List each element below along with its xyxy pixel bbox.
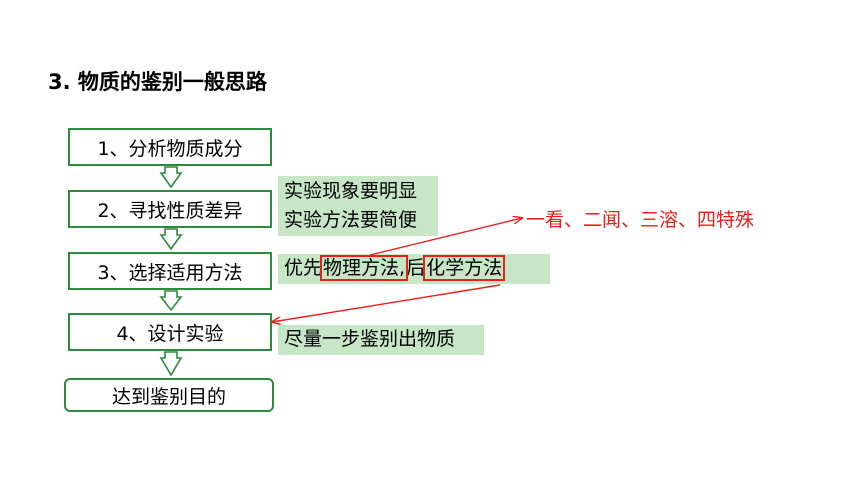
down-arrow-icon	[159, 351, 183, 377]
chemical-method-arrow	[272, 284, 501, 322]
down-arrow-icon	[159, 290, 183, 312]
goal-note: 尽量一步鉴别出物质	[278, 325, 484, 355]
physical-method-highlight: 物理方法,	[320, 255, 409, 281]
step-achieve-goal: 达到鉴别目的	[64, 378, 274, 412]
step-find-property-difference: 2、寻找性质差异	[68, 190, 272, 228]
method-prefix: 优先	[284, 257, 323, 279]
requirement-line-method: 实验方法要简便	[284, 209, 418, 231]
down-arrow-icon	[159, 166, 183, 189]
step-design-experiment: 4、设计实验	[68, 313, 272, 351]
down-arrow-icon	[159, 228, 183, 251]
step-choose-method: 3、选择适用方法	[68, 252, 272, 290]
page-title: 3. 物质的鉴别一般思路	[48, 70, 267, 94]
physical-method-arrow	[369, 218, 522, 256]
step-analyze-composition: 1、分析物质成分	[68, 128, 272, 166]
physical-methods-label: 一看、二闻、三溶、四特殊	[526, 209, 755, 231]
chemical-method-highlight: 化学方法	[423, 255, 506, 281]
method-middle: 后	[406, 257, 426, 279]
requirement-line-phenomenon: 实验现象要明显	[284, 180, 418, 202]
requirement-note: 实验现象要明显 实验方法要简便	[278, 176, 438, 236]
method-note: 优先物理方法,后化学方法	[278, 254, 550, 284]
